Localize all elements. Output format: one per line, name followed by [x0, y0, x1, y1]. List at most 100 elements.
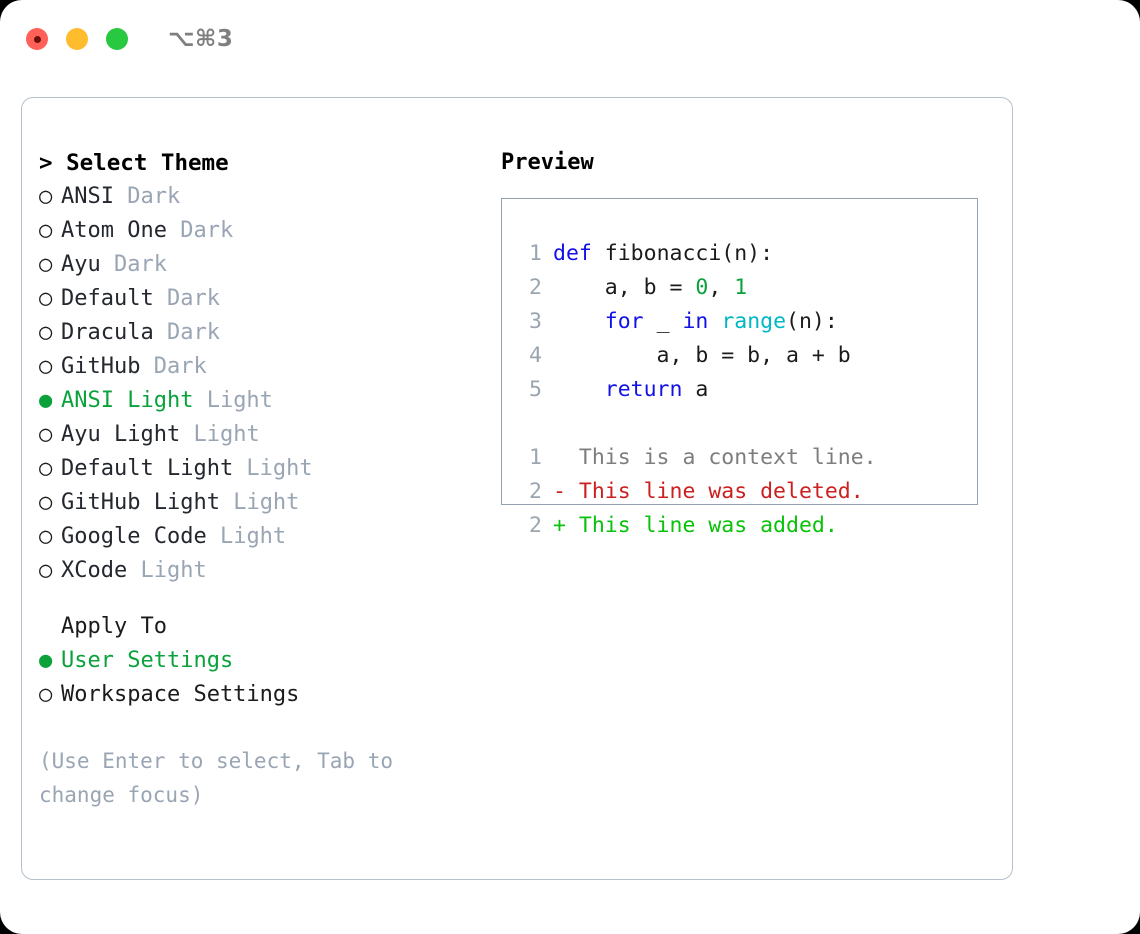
line-number: 3: [529, 309, 542, 334]
radio-unselected-icon: ○: [39, 558, 53, 583]
code-token: [553, 377, 605, 402]
code-token: 1: [734, 275, 748, 300]
code-token: a, b =: [553, 275, 696, 300]
radio-unselected-icon: ○: [39, 682, 53, 707]
theme-list-item[interactable]: ○ Atom One Dark: [39, 214, 489, 248]
code-token: fibonacci(n):: [591, 241, 774, 266]
theme-kind-badge: Light: [193, 388, 273, 413]
code-line: 3 for _ in range(n):: [514, 305, 977, 339]
code-token: [553, 309, 605, 334]
theme-list-item[interactable]: ● ANSI Light Light: [39, 384, 489, 418]
keyboard-shortcut-label: ⌥⌘3: [168, 26, 234, 52]
theme-list-item[interactable]: ○Ayu Light Light: [39, 418, 489, 452]
title-bar: ⌥⌘3: [0, 0, 1140, 78]
code-token: def: [553, 241, 592, 266]
apply-to-label: Workspace Settings: [61, 682, 300, 707]
line-number: 1: [529, 241, 542, 266]
theme-list-item[interactable]: ○ GitHub Dark: [39, 350, 489, 384]
code-token: for: [604, 309, 644, 334]
code-token: range: [721, 309, 787, 334]
line-number: 2: [529, 275, 542, 300]
line-number: 5: [529, 377, 542, 402]
line-number: 1: [529, 445, 542, 470]
code-line: 1 def fibonacci(n):: [514, 237, 977, 271]
theme-list-item[interactable]: ○Default Dark: [39, 282, 489, 316]
radio-unselected-icon: ○: [39, 320, 53, 345]
theme-list-item[interactable]: ○ ANSI Dark: [39, 180, 489, 214]
apply-to-section: Apply To ● User Settings ○ Workspace Settin…: [39, 610, 489, 712]
theme-name: ANSI: [61, 184, 114, 209]
theme-name: Atom One: [61, 218, 167, 243]
theme-name: XCode: [61, 558, 128, 583]
code-line: 4 a, b = b, a + b: [514, 339, 977, 373]
radio-unselected-icon: ○: [39, 456, 53, 481]
theme-name: Default: [61, 286, 154, 311]
theme-list-item[interactable]: ○ Google Code Light: [39, 520, 489, 554]
radio-unselected-icon: ○: [39, 218, 53, 243]
code-token: ,: [708, 275, 735, 300]
apply-to-list[interactable]: ● User Settings ○ Workspace Settings: [39, 644, 489, 712]
theme-list-item[interactable]: ○GitHub Light Light: [39, 486, 489, 520]
maximize-window-button[interactable]: [106, 28, 128, 50]
theme-kind-badge: Dark: [113, 184, 181, 209]
apply-to-option[interactable]: ● User Settings: [39, 644, 489, 678]
radio-unselected-icon: ○: [39, 184, 53, 209]
theme-name: Ayu: [61, 252, 101, 277]
code-token: [708, 309, 721, 334]
radio-unselected-icon: ○: [39, 524, 53, 549]
radio-unselected-icon: ○: [39, 422, 53, 447]
code-line: 2 a, b = 0, 1: [514, 271, 977, 305]
diff-line: 1 This is a context line.: [514, 441, 977, 475]
apply-to-header: Apply To: [61, 614, 167, 639]
theme-name: Default Light: [61, 456, 234, 481]
theme-list-item[interactable]: ○ XCode Light: [39, 554, 489, 588]
radio-selected-icon: ●: [39, 648, 53, 673]
theme-panel-header: > Select Theme: [39, 150, 229, 176]
diff-sample: 1 This is a context line.2- This line wa…: [514, 441, 977, 543]
theme-name: GitHub: [61, 354, 141, 379]
theme-kind-badge: Light: [233, 456, 313, 481]
apply-to-option[interactable]: ○ Workspace Settings: [39, 678, 489, 712]
radio-selected-icon: ●: [39, 388, 53, 413]
theme-name: Dracula: [61, 320, 154, 345]
theme-name: Ayu Light: [61, 422, 181, 447]
theme-kind-badge: Dark: [153, 320, 220, 345]
minimize-window-button[interactable]: [66, 28, 88, 50]
theme-kind-badge: Light: [206, 524, 287, 549]
settings-card: > Select Theme ○ANSI Dark○Atom One Dark○…: [21, 97, 1013, 880]
diff-text: This is a context line.: [553, 445, 877, 470]
theme-kind-badge: Light: [127, 558, 207, 583]
apply-to-label: User Settings: [61, 648, 234, 673]
theme-list-item[interactable]: ○ Dracula Dark: [39, 316, 489, 350]
radio-unselected-icon: ○: [39, 354, 53, 379]
code-line: 5 return a: [514, 373, 977, 407]
theme-name: ANSI Light: [61, 388, 194, 413]
code-token: (n):: [786, 309, 838, 334]
theme-kind-badge: Dark: [100, 252, 167, 277]
diff-line: 2 + This line was added.: [514, 509, 977, 543]
theme-list-item[interactable]: ○ Default Light Light: [39, 452, 489, 486]
theme-list[interactable]: ○ ANSI Dark ○ Atom One Dark ○ Ayu Dark ○ Defaul…: [39, 180, 489, 588]
line-number: 4: [529, 343, 542, 368]
preview-title: Preview: [501, 150, 594, 175]
close-window-button[interactable]: [26, 28, 48, 50]
theme-name: GitHub Light: [61, 490, 220, 515]
theme-selection-pane: > Select Theme ○ANSI Dark○Atom One Dark○…: [39, 146, 489, 812]
line-number: 2: [529, 479, 542, 504]
line-number: 2: [529, 513, 542, 538]
spacer: [514, 407, 977, 441]
theme-list-item[interactable]: ○ Ayu Dark: [39, 248, 489, 282]
radio-unselected-icon: ○: [39, 252, 53, 277]
code-token: in: [682, 309, 709, 334]
theme-kind-badge: Dark: [166, 218, 234, 243]
radio-unselected-icon: ○: [39, 286, 53, 311]
diff-text: + This line was added.: [553, 513, 838, 538]
code-token: a: [682, 377, 709, 402]
theme-kind-badge: Dark: [140, 354, 207, 379]
theme-name: Google Code: [61, 524, 207, 549]
code-token: a, b = b, a + b: [553, 343, 851, 368]
diff-line: 2- This line was deleted.: [514, 475, 977, 509]
